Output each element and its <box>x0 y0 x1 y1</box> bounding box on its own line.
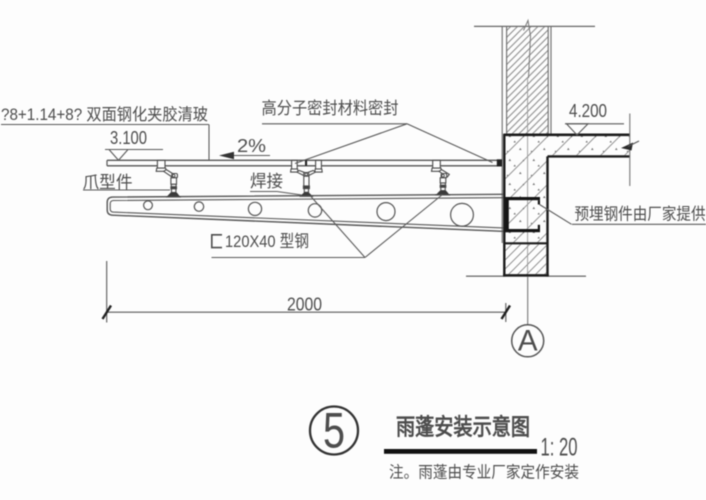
svg-text:焊接: 焊接 <box>250 172 283 191</box>
svg-text:2000: 2000 <box>287 294 322 315</box>
svg-text:120X40 型钢: 120X40 型钢 <box>225 232 309 251</box>
svg-text:A: A <box>518 325 538 358</box>
svg-text:4.200: 4.200 <box>569 101 607 121</box>
svg-text:2%: 2% <box>237 136 266 156</box>
svg-text:1: 20: 1: 20 <box>541 434 578 462</box>
svg-text:?8+1.14+8? 双面钢化夹胶清玻: ?8+1.14+8? 双面钢化夹胶清玻 <box>1 105 208 124</box>
svg-text:注。雨蓬由专业厂家定作安装: 注。雨蓬由专业厂家定作安装 <box>389 464 579 482</box>
svg-text:高分子密封材料密封: 高分子密封材料密封 <box>262 99 399 118</box>
svg-text:5: 5 <box>323 403 345 459</box>
svg-text:3.100: 3.100 <box>110 127 147 148</box>
svg-text:预埋钢件由厂家提供: 预埋钢件由厂家提供 <box>575 205 706 224</box>
svg-text:雨蓬安装示意图: 雨蓬安装示意图 <box>396 414 530 440</box>
svg-text:爪型件: 爪型件 <box>83 173 133 192</box>
